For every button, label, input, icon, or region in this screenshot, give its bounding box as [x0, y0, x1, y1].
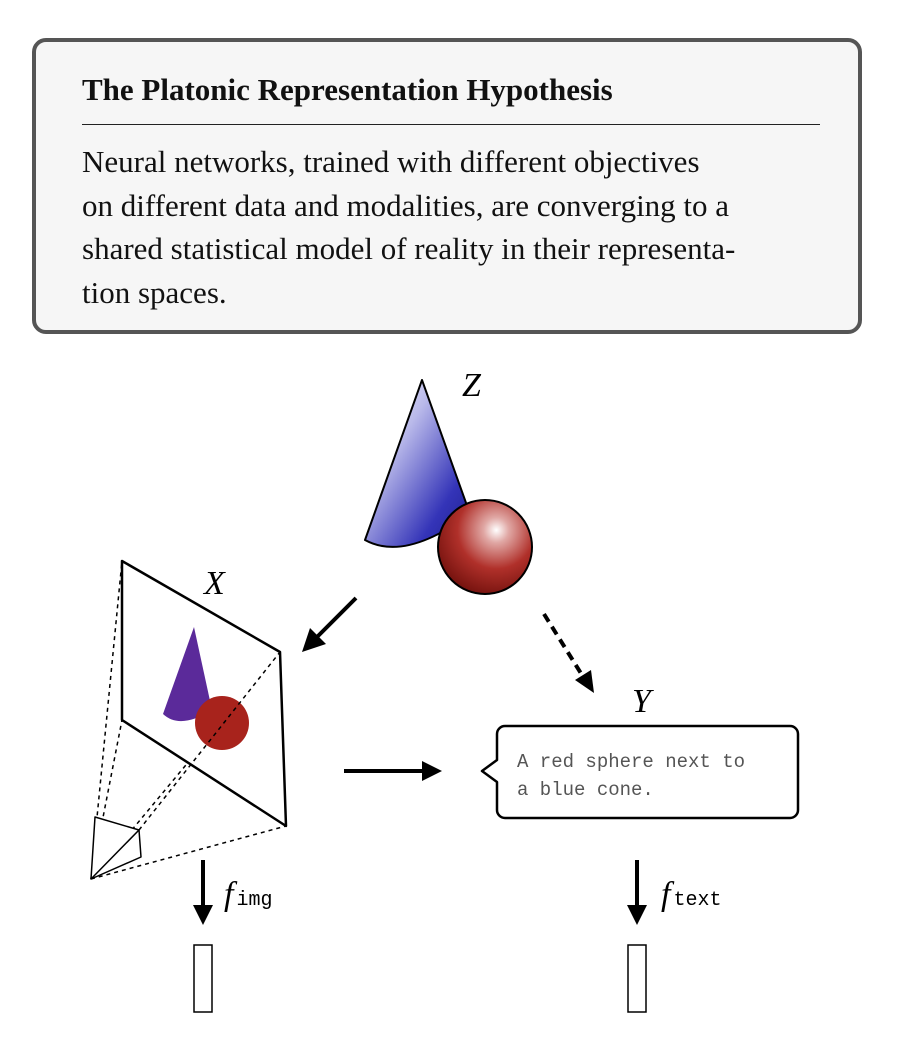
text-representation-vector: [627, 944, 647, 1013]
y-label: Y: [632, 683, 654, 720]
sphere-3d: [437, 499, 533, 595]
f-img-subscript: img: [236, 889, 272, 912]
arrow-z-to-y-dashed: [542, 612, 594, 693]
caption-text-line2: a blue cone.: [517, 779, 654, 801]
caption-text-line1: A red sphere next to: [517, 751, 745, 773]
arrow-f-img: [193, 860, 213, 925]
hypothesis-title: The Platonic Representation Hypothesis: [82, 72, 613, 107]
camera-icon: [90, 816, 142, 880]
caption-bubble: [480, 724, 800, 820]
cone-projection: [163, 627, 212, 722]
sphere-projection: [195, 696, 249, 750]
arrow-z-to-x: [302, 596, 358, 652]
x-label: X: [202, 565, 226, 602]
body-line: Neural networks, trained with different …: [82, 144, 700, 179]
body-line: on different data and modalities, are co…: [82, 187, 730, 223]
hypothesis-body: Neural networks, trained with different …: [82, 140, 826, 314]
body-line: shared statistical model of reality in t…: [82, 231, 736, 266]
title-divider: [82, 124, 820, 125]
arrow-x-to-y: [344, 761, 442, 781]
body-line: tion spaces.: [82, 274, 227, 310]
image-plane-contents: [163, 627, 249, 750]
image-representation-vector: [193, 944, 213, 1013]
arrow-f-text: [627, 860, 647, 925]
z-label: Z: [462, 367, 482, 404]
hypothesis-box: The Platonic Representation Hypothesis N…: [32, 38, 862, 334]
image-plane-diagonal: [138, 651, 281, 831]
f-text-subscript: text: [673, 889, 721, 912]
z-scene: [364, 379, 533, 595]
